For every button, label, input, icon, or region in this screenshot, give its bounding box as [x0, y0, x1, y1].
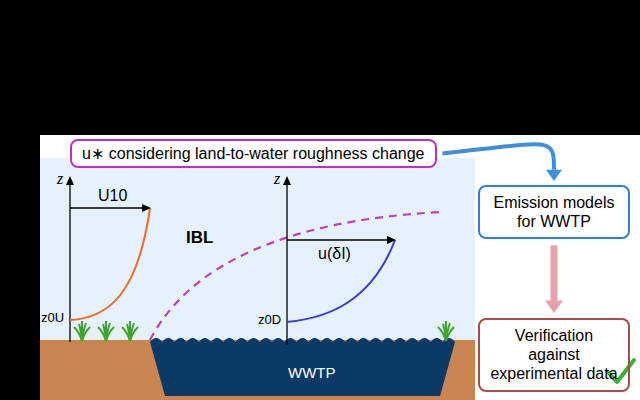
- grass-blade: [106, 323, 110, 341]
- z-axis: [286, 182, 287, 345]
- flow-arrow: [443, 144, 555, 170]
- water-label: WWTP: [288, 364, 335, 381]
- arrow-head: [546, 170, 562, 181]
- axis-label: z: [274, 170, 280, 188]
- axis-head: [66, 176, 74, 185]
- arrow-head: [142, 204, 151, 212]
- process-box: Emission models for WWTP: [478, 185, 630, 239]
- box-text: u∗ considering land-to-water roughness c…: [82, 144, 425, 163]
- ibl-label: IBL: [186, 228, 213, 248]
- upwind-profile: [70, 208, 150, 320]
- result-box: Verification against experimental data: [478, 318, 630, 392]
- axis-label: z: [57, 170, 63, 188]
- grass-blade: [130, 323, 134, 341]
- grass-blade: [82, 323, 86, 341]
- sky-panel: [40, 158, 475, 400]
- velocity-label: u(δI): [318, 245, 351, 263]
- grass-blade: [446, 323, 450, 341]
- velocity-arrow: [287, 239, 388, 240]
- axis-head: [283, 176, 291, 185]
- downwind-profile: [287, 240, 395, 322]
- roughness-label: z0U: [41, 311, 64, 326]
- z-axis: [69, 182, 70, 342]
- topic-box: u∗ considering land-to-water roughness c…: [70, 139, 437, 168]
- velocity-label: U10: [98, 187, 127, 205]
- ibl-curve: [150, 212, 440, 340]
- arrow-head: [387, 236, 396, 244]
- roughness-label: z0D: [258, 313, 281, 328]
- box-text: Verification against experimental data: [488, 326, 620, 384]
- velocity-arrow: [70, 207, 143, 208]
- wwtp-water: [150, 338, 455, 396]
- flow-arrow: [551, 245, 558, 301]
- arrow-head: [545, 300, 563, 313]
- box-text: Emission models for WWTP: [488, 193, 620, 231]
